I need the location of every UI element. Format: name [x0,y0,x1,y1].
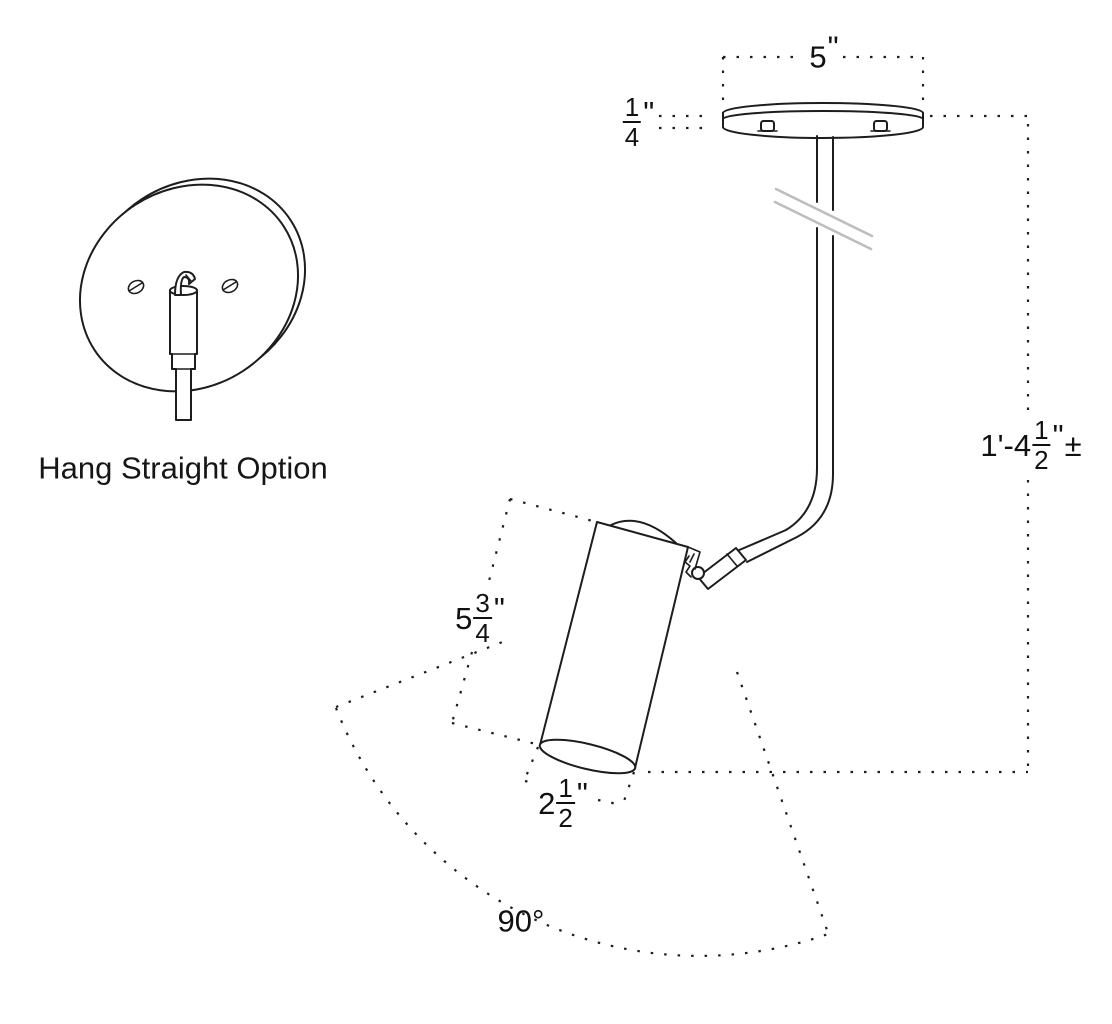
rotation-radius-right [735,671,829,931]
main-stem [697,135,874,590]
inset-caption: Hang Straight Option [38,450,328,486]
dim-head-dia-ext-right [621,771,636,805]
mounting-screw [757,120,778,132]
cylinder-back-corner [687,546,701,570]
cylinder-top-lip [610,519,677,544]
canopy-screw-hole [221,278,239,294]
hook-detail [185,274,192,282]
canopy-screw-hole [127,279,145,295]
dim-head-dia-ext-left [523,746,540,780]
canopy-mid-edge [722,110,924,120]
dimension-lines [334,55,1030,957]
dim-label-canopy-diameter: 5" [809,29,839,75]
swivel-joint [684,553,705,580]
dim-head-length-ext-top [509,497,594,523]
canopy-bottom-edge [722,126,924,139]
dim-label-rotation-angle: 90° [497,903,545,939]
cylinder-bottom-opening [538,738,637,775]
dim-head-length-line-b [450,651,474,724]
rotation-arc [334,707,829,957]
break-mark [773,200,873,251]
cylinder-body [539,521,689,774]
dim-head-dia-line-a [524,779,535,785]
dim-head-length-line-a [486,498,512,586]
stem-bend-inner [746,473,834,563]
stem-sleeve [697,547,747,590]
break-mark [774,187,874,238]
sleeve-joint-line [726,553,738,567]
hang-straight-stem [169,290,198,421]
mounting-screw [870,120,891,132]
main-canopy [722,102,924,139]
canopy-rim-tips [722,112,924,128]
canopy-top-edge [722,102,924,114]
swivel-knurl [684,555,692,578]
dim-head-dia-line-b [597,798,623,807]
stem-bend-outer [736,467,818,552]
hang-straight-inset [78,177,307,421]
swivel-knurl [689,553,695,563]
dim-head-length-ext-bottom [451,721,537,746]
hang-straight-hook [174,270,196,296]
cylinder-shade [538,519,701,775]
rotation-radius-left [335,639,506,709]
stem-collar-lines [169,353,198,370]
